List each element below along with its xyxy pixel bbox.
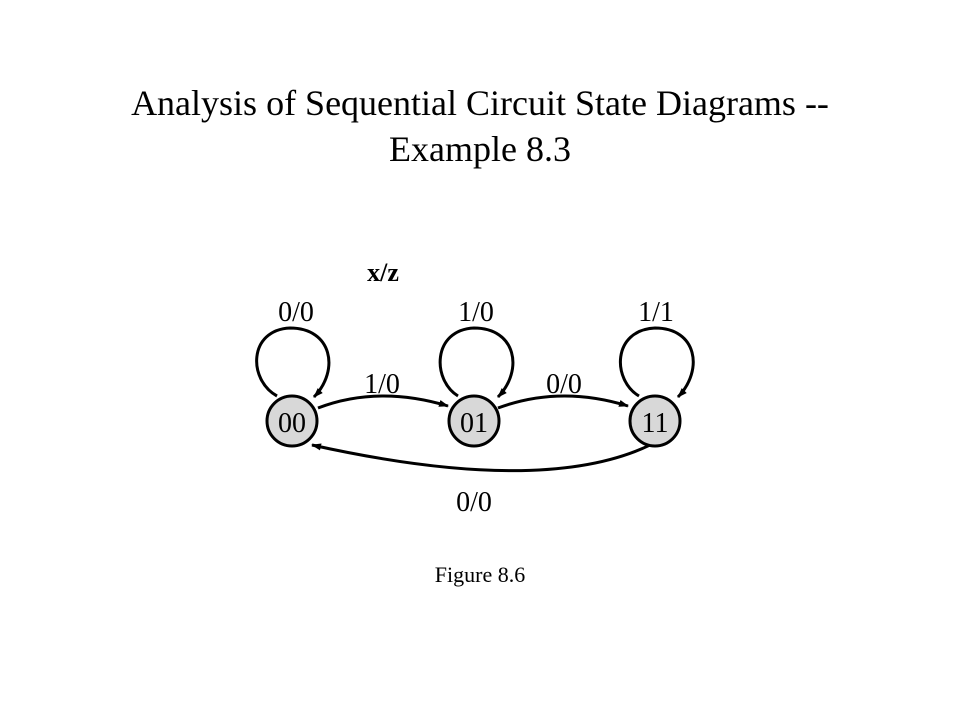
label-self-01: 1/0 xyxy=(458,297,494,328)
state-label-01: 01 xyxy=(460,408,488,439)
label-11-to-00: 0/0 xyxy=(456,487,492,518)
state-node-01: 01 xyxy=(447,394,501,448)
transition-00-to-01 xyxy=(317,394,449,410)
self-loop-01 xyxy=(438,326,515,399)
title-line-1: Analysis of Sequential Circuit State Dia… xyxy=(131,83,829,123)
self-loop-11 xyxy=(618,326,695,399)
label-self-11: 1/1 xyxy=(638,297,674,328)
page-title: Analysis of Sequential Circuit State Dia… xyxy=(0,80,960,172)
title-line-2: Example 8.3 xyxy=(389,129,571,169)
transition-11-to-00 xyxy=(311,435,666,473)
label-01-to-11: 0/0 xyxy=(546,369,582,400)
label-00-to-01: 1/0 xyxy=(364,369,400,400)
state-label-00: 00 xyxy=(278,408,306,439)
label-self-00: 0/0 xyxy=(278,297,314,328)
state-node-11: 11 xyxy=(628,394,682,448)
transition-01-to-11 xyxy=(497,394,629,410)
legend-label: x/z xyxy=(367,258,399,287)
figure-caption: Figure 8.6 xyxy=(434,562,526,587)
state-node-00: 00 xyxy=(265,394,319,448)
state-label-11: 11 xyxy=(642,408,669,439)
self-loop-00 xyxy=(255,326,331,399)
